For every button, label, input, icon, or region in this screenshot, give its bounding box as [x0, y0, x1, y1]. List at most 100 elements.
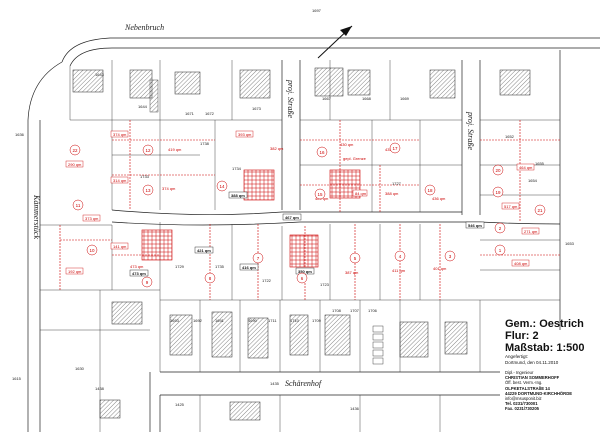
parcel-label: 1615 — [12, 376, 22, 381]
proposed-boundaries — [59, 120, 560, 300]
parcel-boundaries — [40, 60, 560, 432]
area-label: 84 qm — [355, 191, 367, 196]
parcel-numbers: 1697 1643 1644 1671 1672 1673 1667 1668 … — [12, 8, 575, 411]
parcel-label: 1727 — [392, 181, 402, 186]
scale: Maßstab: 1:500 — [505, 342, 585, 354]
proposed-buildings — [141, 169, 361, 268]
lot-number: 19 — [495, 190, 501, 195]
lot-number: 17 — [392, 146, 398, 151]
parcel-label: 1692 — [193, 318, 203, 323]
gemarkung: Gem.: Oestrich — [505, 318, 584, 330]
engineer-line: Dipl.- Ingenieur — [505, 370, 534, 375]
parcel-label: 1697 — [312, 8, 322, 13]
lot-number: 9 — [146, 280, 149, 285]
engineer-block: Dipl.- Ingenieur CHRISTIAN SOMMERHOFF Öf… — [505, 370, 572, 412]
area-label: 408 qm — [514, 261, 528, 266]
road-lines — [27, 37, 600, 432]
parcel-label: 1738 — [200, 141, 210, 146]
street-label-kammerstuck: Kämmerstück — [32, 194, 41, 239]
parcel-label: 1707 — [350, 308, 360, 313]
street-label-proj-strasse-2: proj. Straße — [466, 111, 475, 150]
lot-number: 21 — [537, 208, 543, 213]
parcel-label: 1667 — [322, 96, 332, 101]
lot-number: 20 — [495, 168, 501, 173]
parcel-label: 1630 — [75, 366, 85, 371]
area-label: 388 qm — [385, 191, 399, 196]
lot-number: 7 — [257, 256, 260, 261]
area-label: 411 qm — [392, 268, 406, 273]
lot-number-circles — [69, 142, 546, 288]
area-label: 473 qm — [132, 271, 146, 276]
area-label: 374 qm — [113, 132, 127, 137]
parcel-label: 1706 — [368, 308, 378, 313]
lot-number: 16 — [319, 150, 325, 155]
parcel-label: 1672 — [205, 111, 215, 116]
lot-number: 11 — [76, 203, 81, 208]
parcel-label: 1690 — [248, 318, 258, 323]
lot-number: 8 — [209, 276, 212, 281]
engineer-line: Öff. best. Verm.-Ing. — [505, 380, 543, 386]
parcel-label: 1708 — [332, 308, 342, 313]
engineer-city: 44229 DORTMUND-KIRCHHÖRDE — [505, 390, 573, 396]
parcel-label: 1673 — [252, 106, 262, 111]
lot-number: 10 — [89, 248, 95, 253]
parcel-label: 1655 — [535, 161, 545, 166]
area-label: 388 qm — [231, 193, 245, 198]
lot-number: 13 — [145, 188, 151, 193]
lot-numbers: 12 13 14 16 15 18 19 20 2 1 11 10 9 8 7 … — [72, 146, 543, 285]
area-label: 517 qm — [504, 204, 518, 209]
lot-number: 5 — [354, 256, 357, 261]
parcel-label: 1691 — [215, 318, 225, 323]
parcel-label: 1653 — [565, 241, 575, 246]
lot-number: 14 — [219, 184, 225, 189]
parcel-label: 1711 — [268, 318, 277, 323]
lot-number: 1 — [499, 248, 502, 253]
area-label: 271 qm — [524, 229, 538, 234]
street-label-scharenhof: Schärenhof — [285, 379, 323, 388]
area-label: 421 qm — [197, 248, 211, 253]
area-labels-black: 388 qm 467 qm 546 qm 421 qm 416 qm 473 q… — [129, 191, 485, 277]
parcel-label: 1734 — [232, 166, 242, 171]
lot-number: 18 — [427, 188, 433, 193]
parcel-label: 1436 — [350, 406, 360, 411]
north-arrow — [317, 25, 353, 59]
area-label: 416 qm — [242, 265, 256, 270]
prepared-date: Dortmund, den 04.11.2010 — [505, 359, 559, 365]
area-label: 467 qm — [285, 215, 299, 220]
parcel-label: 1643 — [95, 72, 105, 77]
engineer-name: CHRISTIAN SOMMERHOFF — [505, 375, 560, 381]
parcel-label: 1722 — [262, 278, 272, 283]
area-label: 374 qm — [162, 186, 176, 191]
area-label: 464 qm — [519, 165, 533, 170]
lot-number: 2 — [499, 226, 502, 231]
parcel-label: 1735 — [215, 264, 225, 269]
parcel-label: 1425 — [175, 402, 185, 407]
lot-number: 15 — [317, 192, 323, 197]
engineer-fax: Fax. 0231/730205 — [505, 406, 539, 412]
area-label: 192 qm — [68, 269, 82, 274]
area-label: 382 qm — [270, 146, 284, 151]
street-label-proj-strasse-1: proj. Straße — [286, 79, 295, 118]
prepared-label: Angefertigt: — [505, 354, 529, 359]
lot-number: 6 — [301, 276, 304, 281]
area-label: 401 qm — [433, 266, 447, 271]
parcel-label: 1668 — [362, 96, 372, 101]
engineer-email: info@msusponit.biz — [505, 396, 542, 402]
parcel-label: 1654 — [528, 178, 538, 183]
engineer-address: OLPKETALSTRAßE 14 — [505, 385, 550, 391]
area-label: 387 qm — [345, 270, 359, 275]
parcel-label: 1723 — [320, 282, 330, 287]
area-label: 473 qm — [130, 264, 144, 269]
parcel-label: 1671 — [185, 111, 195, 116]
small-structures — [149, 79, 384, 365]
area-label: 141 qm — [113, 244, 127, 249]
area-label: 314 qm — [113, 178, 127, 183]
engineer-phone: Tel. 0231/730001 — [505, 401, 538, 407]
parcel-label: 1669 — [400, 96, 410, 101]
flur: Flur: 2 — [505, 330, 539, 342]
parcel-label: 1729 — [175, 264, 185, 269]
parcel-label: 1709 — [312, 318, 322, 323]
lot-number: 4 — [399, 254, 402, 259]
existing-buildings — [72, 67, 531, 421]
